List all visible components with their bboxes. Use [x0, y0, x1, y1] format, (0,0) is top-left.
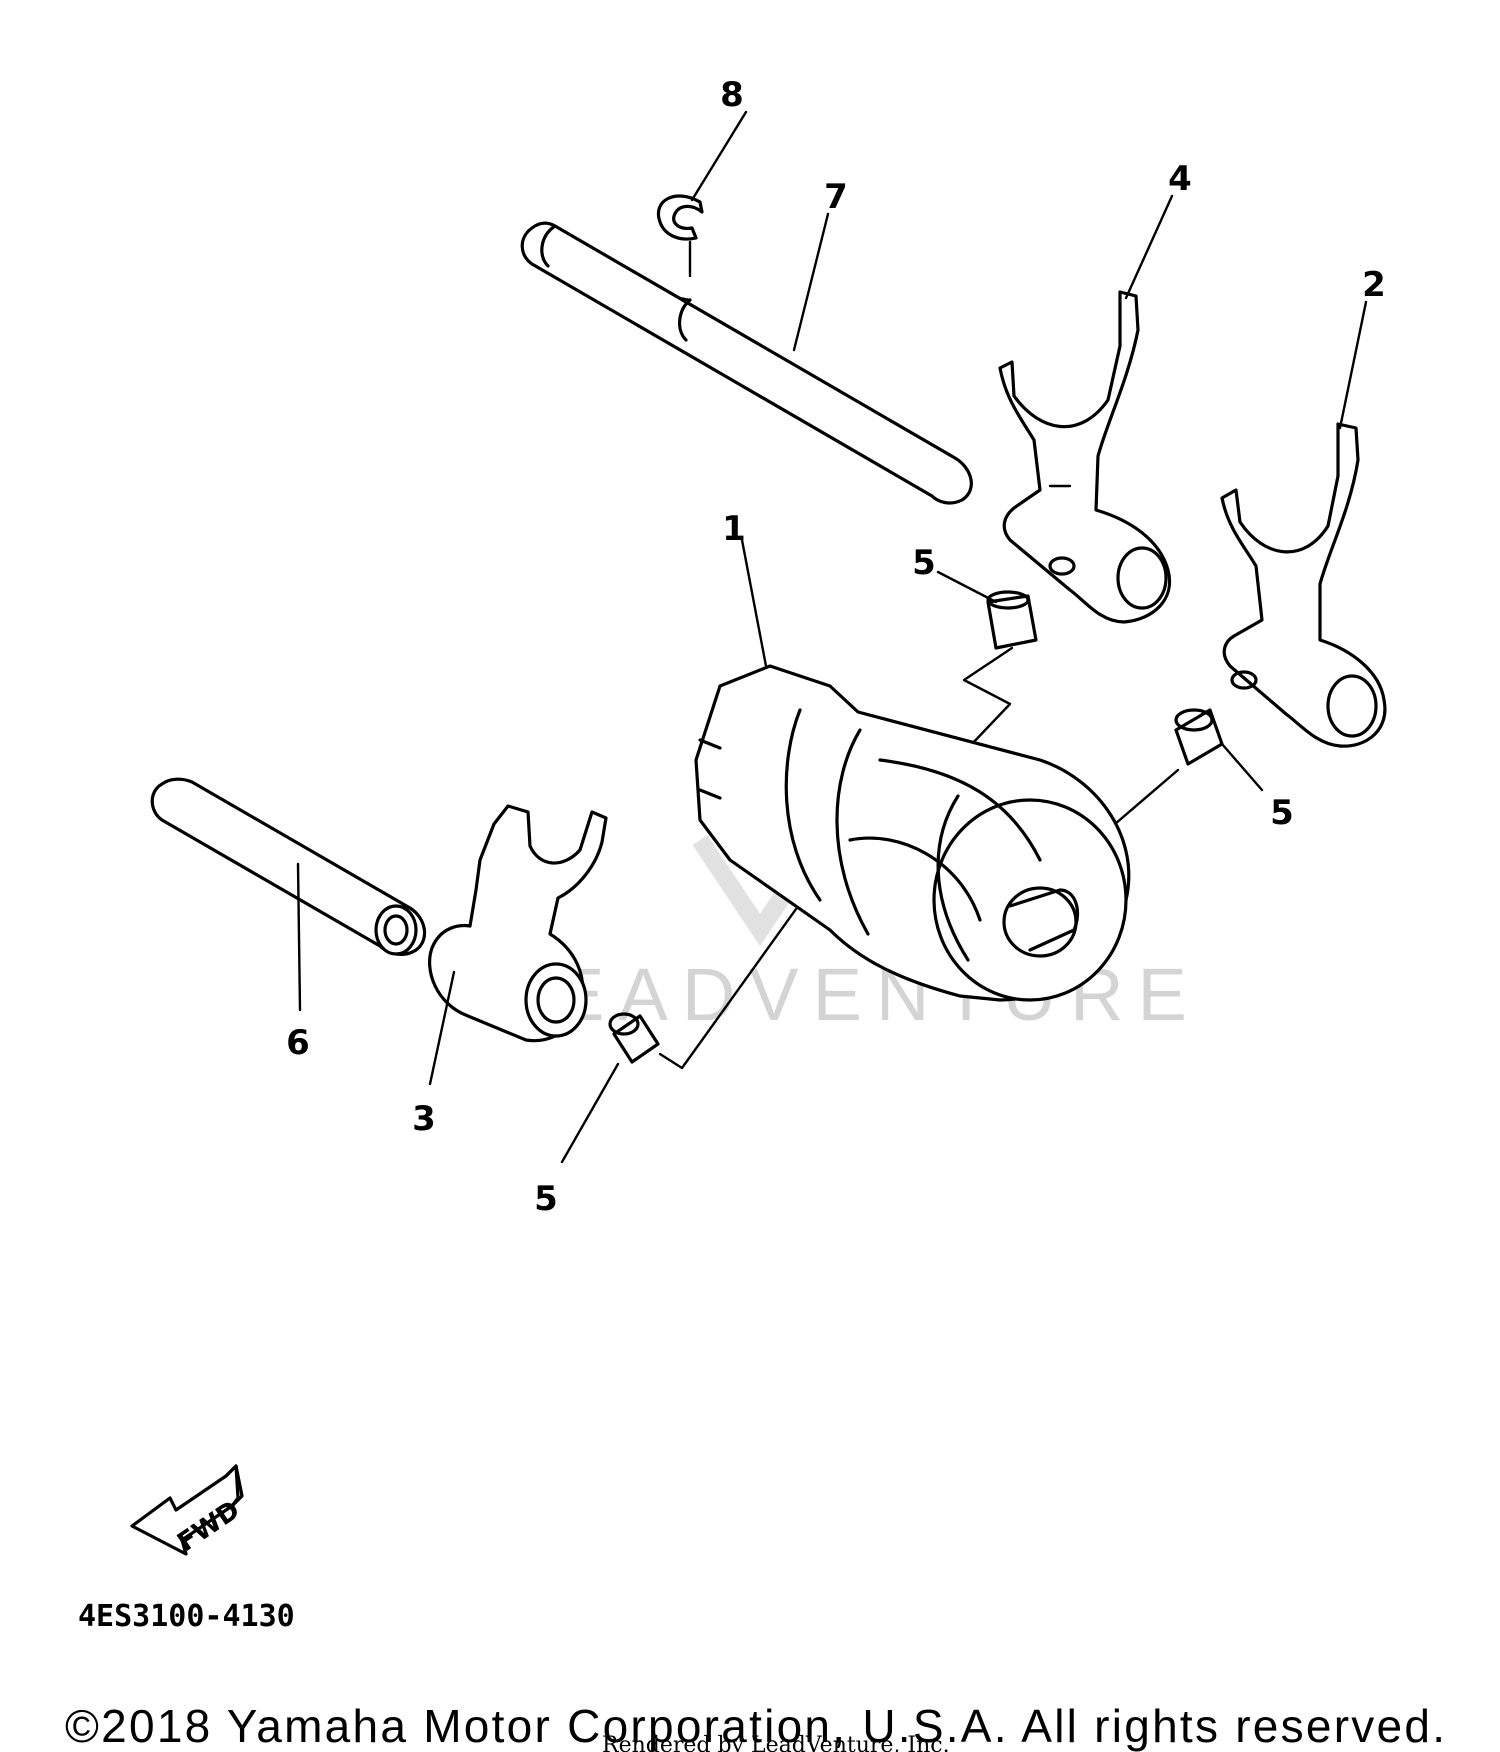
callout-7: 7: [824, 177, 848, 217]
leader-5a: [936, 570, 998, 604]
shift-fork-lower[interactable]: [428, 804, 608, 1086]
callout-1: 1: [722, 509, 746, 549]
leader-5b: [1220, 742, 1264, 792]
callout-3: 3: [412, 1099, 436, 1139]
leader-8: [690, 110, 748, 202]
rendered-by-text: Rendered by LeadVenture, Inc.: [602, 1733, 950, 1752]
diagram-code: 4ES3100-4130: [78, 1599, 295, 1634]
shift-fork-guide-bar-short[interactable]: [150, 777, 427, 1012]
leader-7: [792, 212, 830, 352]
dowel-pin-right[interactable]: [1106, 708, 1224, 832]
shift-drum[interactable]: [694, 538, 1131, 1002]
copyright-text: ©2018 Yamaha Motor Corporation, U.S.A. A…: [65, 1700, 1445, 1752]
callout-5-upper: 5: [912, 543, 936, 583]
callout-5-right: 5: [1270, 793, 1294, 833]
callout-2: 2: [1362, 265, 1386, 305]
callout-5-lower: 5: [534, 1179, 558, 1219]
leader-4: [1124, 194, 1174, 300]
leader-2: [1338, 300, 1368, 430]
circlip[interactable]: [656, 194, 704, 278]
leader-5c: [560, 1062, 620, 1164]
callout-6: 6: [286, 1023, 310, 1063]
shift-fork-right[interactable]: [1220, 422, 1387, 748]
callout-8: 8: [720, 75, 744, 115]
callout-4: 4: [1168, 159, 1192, 199]
shift-fork-guide-bar-long[interactable]: [520, 221, 973, 505]
shift-fork-upper[interactable]: [998, 290, 1172, 624]
fwd-arrow-icon: FWD: [130, 1464, 245, 1558]
dowel-pin-upper[interactable]: [962, 590, 1038, 748]
